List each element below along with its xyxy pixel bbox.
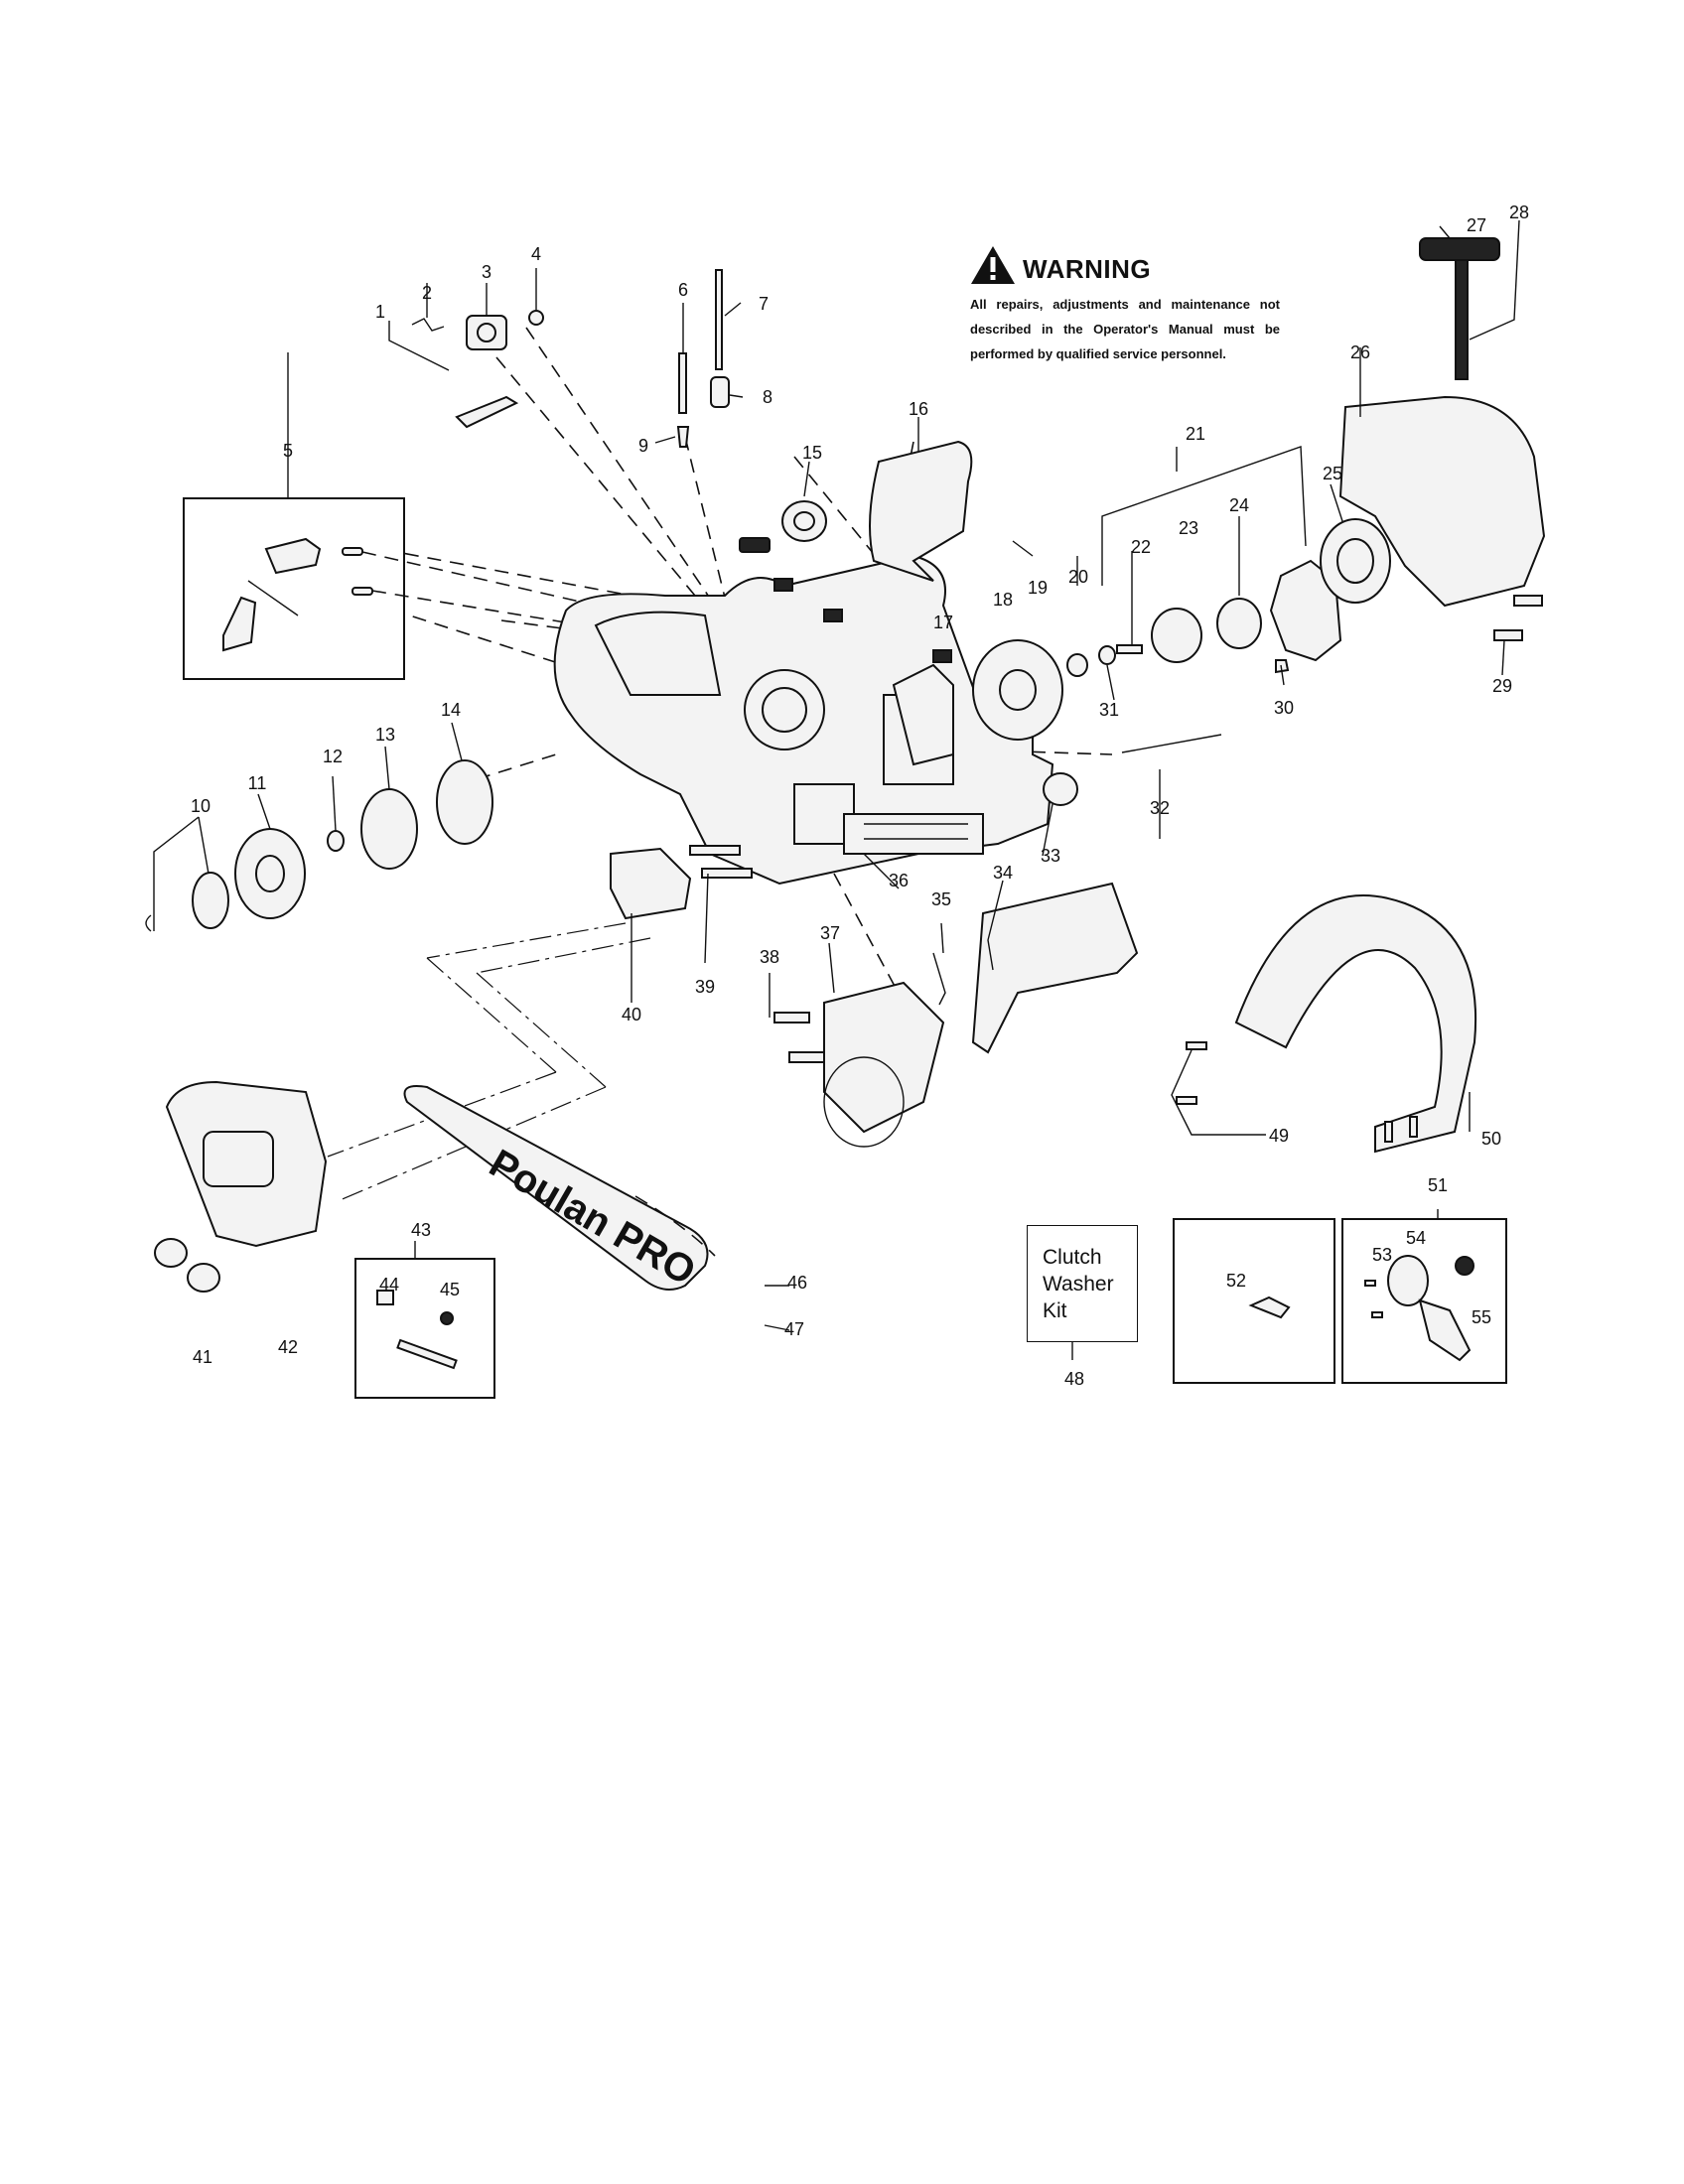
part-label-54: 54 (1406, 1228, 1426, 1248)
rod-32 (1121, 734, 1222, 753)
part-label-40: 40 (622, 1005, 641, 1024)
part-label-23: 23 (1179, 518, 1198, 538)
part-label-30: 30 (1274, 698, 1294, 718)
part-label-38: 38 (760, 947, 779, 967)
part-label-43: 43 (411, 1220, 431, 1240)
warning-triangle-icon (971, 246, 1015, 284)
part-label-21: 21 (1186, 424, 1205, 444)
part-number-labels: 1 2 3 4 5 6 7 8 9 10 11 12 13 14 15 16 1… (191, 203, 1529, 1389)
part-label-53: 53 (1372, 1245, 1392, 1265)
part-label-46: 46 (787, 1273, 807, 1293)
leader-lines (153, 219, 1520, 1360)
part-label-55: 55 (1472, 1307, 1491, 1327)
muffler-shield-19 (869, 440, 973, 582)
part-label-31: 31 (1099, 700, 1119, 720)
starter-parts (1066, 518, 1391, 677)
part-label-28: 28 (1509, 203, 1529, 222)
part-label-5: 5 (283, 441, 293, 461)
part-label-41: 41 (193, 1347, 212, 1367)
oil-pump-parts (1364, 1255, 1474, 1362)
guide-bar-47 (403, 1085, 716, 1291)
engine-housing (553, 554, 1054, 886)
part-label-16: 16 (909, 399, 928, 419)
screws-29 (1493, 595, 1543, 641)
clutch-washer-kit-label: Clutch Washer Kit (1043, 1246, 1114, 1322)
part-label-52: 52 (1226, 1271, 1246, 1291)
front-handle-50 (1234, 894, 1477, 1154)
flywheel-18 (972, 639, 1063, 741)
part-label-34: 34 (993, 863, 1013, 883)
part-33 (1043, 772, 1078, 806)
part-label-47: 47 (784, 1319, 804, 1339)
switch-parts (411, 310, 544, 429)
part-label-12: 12 (323, 747, 343, 766)
part-label-33: 33 (1041, 846, 1060, 866)
part-label-39: 39 (695, 977, 715, 997)
starter-housing-26 (1338, 395, 1546, 608)
part-label-22: 22 (1131, 537, 1151, 557)
part-label-25: 25 (1323, 464, 1342, 483)
starter-handle-27-28 (1419, 237, 1500, 380)
part-label-13: 13 (375, 725, 395, 745)
part-label-19: 19 (1028, 578, 1048, 598)
part-label-29: 29 (1492, 676, 1512, 696)
part-label-17: 17 (933, 613, 953, 632)
part-label-42: 42 (278, 1337, 298, 1357)
part-label-37: 37 (820, 923, 840, 943)
brake-parts (773, 882, 1139, 1148)
part-label-20: 20 (1068, 567, 1088, 587)
part-label-51: 51 (1428, 1175, 1448, 1195)
part-label-48: 48 (1064, 1369, 1084, 1389)
part-label-2: 2 (422, 283, 432, 303)
part-label-6: 6 (678, 280, 688, 300)
plate-40 (610, 847, 692, 920)
part-label-50: 50 (1481, 1129, 1501, 1149)
part-label-14: 14 (441, 700, 461, 720)
part-label-15: 15 (802, 443, 822, 463)
throttle-parts (222, 537, 373, 652)
part-label-49: 49 (1269, 1126, 1289, 1146)
kit-box-52 (1173, 1218, 1335, 1384)
part-label-32: 32 (1150, 798, 1170, 818)
part-label-1: 1 (375, 302, 385, 322)
part-label-24: 24 (1229, 495, 1249, 515)
warning-text: All repairs, adjustments and maintenance… (970, 297, 1280, 361)
part-label-27: 27 (1467, 215, 1486, 235)
part-label-11: 11 (248, 773, 267, 793)
part-label-9: 9 (638, 436, 648, 456)
warning-title: WARNING (1023, 254, 1152, 284)
part-label-18: 18 (993, 590, 1013, 610)
part-label-4: 4 (531, 244, 541, 264)
part-label-45: 45 (440, 1280, 460, 1299)
part-label-44: 44 (379, 1275, 399, 1295)
part-label-26: 26 (1350, 342, 1370, 362)
clutch-parts (145, 759, 493, 932)
part-label-10: 10 (191, 796, 210, 816)
part-label-7: 7 (759, 294, 769, 314)
side-cover-42 (154, 1080, 328, 1293)
bolts-39 (689, 845, 753, 879)
part-label-8: 8 (763, 387, 772, 407)
part-52 (1248, 1296, 1291, 1319)
clutch-washer-kit-box: Clutch Washer Kit (1027, 1225, 1138, 1342)
adjuster-parts (376, 1290, 458, 1370)
screws-49 (1176, 1041, 1418, 1143)
part-label-36: 36 (889, 871, 909, 890)
kit-box-43 (354, 1258, 495, 1399)
part-label-3: 3 (482, 262, 491, 282)
part-label-35: 35 (931, 889, 951, 909)
fuel-line-parts (676, 269, 730, 448)
